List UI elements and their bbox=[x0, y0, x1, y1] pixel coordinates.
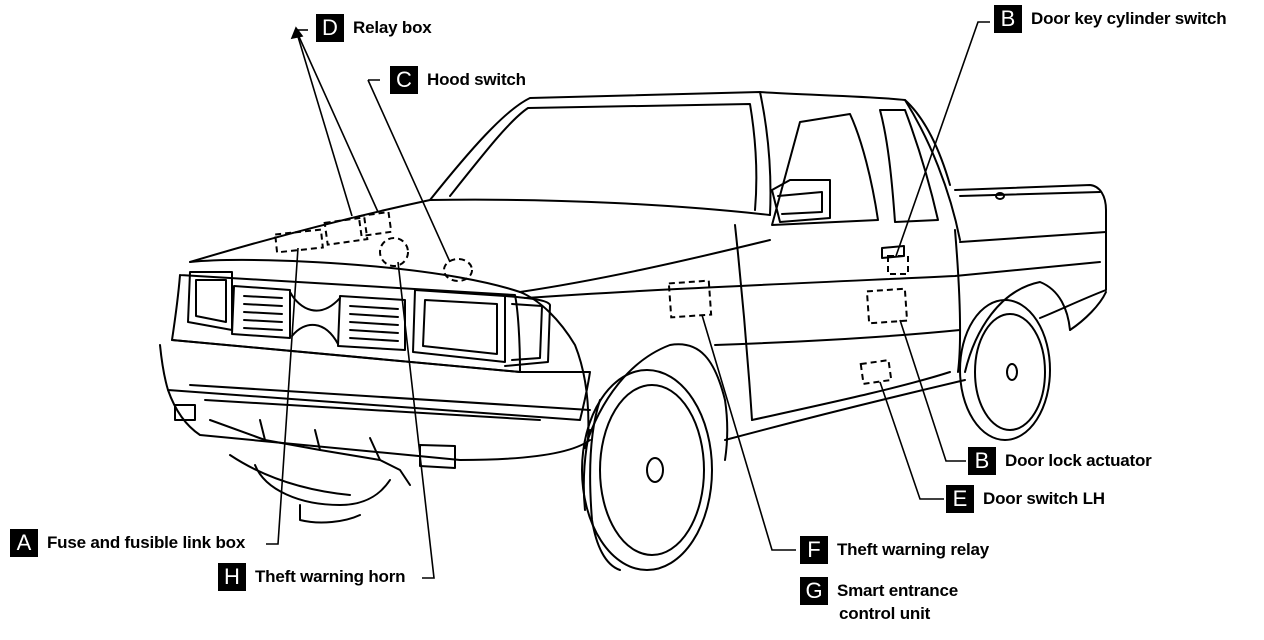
callout-smart-entrance: G Smart entrance bbox=[800, 576, 958, 606]
front-wheel bbox=[581, 369, 713, 571]
key-cylinder-marker bbox=[887, 255, 909, 275]
label-fuse-box: Fuse and fusible link box bbox=[47, 533, 246, 552]
hood-switch-marker bbox=[443, 258, 473, 282]
callout-door-lock-actuator: B Door lock actuator bbox=[968, 446, 1152, 476]
callout-theft-warning-horn: H Theft warning horn bbox=[218, 562, 406, 592]
horn-marker bbox=[379, 237, 409, 267]
badge-g: G bbox=[800, 577, 828, 605]
badge-h: H bbox=[218, 563, 246, 591]
label-door-key-cylinder-switch: Door key cylinder switch bbox=[1031, 9, 1227, 28]
label-smart-entrance-2: control unit bbox=[839, 604, 931, 623]
label-relay-box: Relay box bbox=[353, 18, 432, 37]
front-left-wheel bbox=[254, 464, 391, 524]
badge-f: F bbox=[800, 536, 828, 564]
label-theft-warning-relay: Theft warning relay bbox=[837, 540, 990, 559]
leader-hood-switch bbox=[367, 79, 451, 263]
leader-theft-relay bbox=[701, 314, 796, 551]
front-fascia bbox=[159, 271, 591, 496]
fuse-box-marker bbox=[274, 228, 324, 254]
leader-door-switch bbox=[879, 381, 944, 500]
callout-theft-warning-relay: F Theft warning relay bbox=[800, 535, 989, 565]
label-door-switch-lh: Door switch LH bbox=[983, 489, 1105, 508]
relay-box-marker bbox=[323, 216, 369, 246]
callout-door-key-cylinder-switch: B Door key cylinder switch bbox=[994, 4, 1227, 34]
leader-key-cylinder bbox=[895, 21, 990, 257]
callout-relay-box: D Relay box bbox=[316, 13, 432, 43]
badge-c: C bbox=[390, 66, 418, 94]
badge-b: B bbox=[994, 5, 1022, 33]
lock-actuator-marker bbox=[865, 287, 909, 325]
leader-lock-actuator bbox=[899, 319, 966, 462]
relay-box-marker-2 bbox=[357, 210, 393, 238]
badge-a: A bbox=[10, 529, 38, 557]
badge-b-2: B bbox=[968, 447, 996, 475]
leader-horn bbox=[397, 261, 435, 579]
leader-fuse-box bbox=[266, 247, 299, 545]
truck-body bbox=[189, 91, 1107, 461]
label-smart-entrance-1: Smart entrance bbox=[837, 581, 958, 600]
callout-door-switch-lh: E Door switch LH bbox=[946, 484, 1105, 514]
label-theft-warning-horn: Theft warning horn bbox=[255, 567, 406, 586]
badge-d: D bbox=[316, 14, 344, 42]
door-switch-marker bbox=[859, 359, 893, 385]
label-hood-switch: Hood switch bbox=[427, 70, 526, 89]
badge-e: E bbox=[946, 485, 974, 513]
theft-relay-marker bbox=[667, 279, 713, 319]
label-door-lock-actuator: Door lock actuator bbox=[1005, 451, 1152, 470]
callout-fuse-box: A Fuse and fusible link box bbox=[10, 528, 245, 558]
callout-hood-switch: C Hood switch bbox=[390, 65, 526, 95]
rear-wheel bbox=[959, 299, 1051, 441]
